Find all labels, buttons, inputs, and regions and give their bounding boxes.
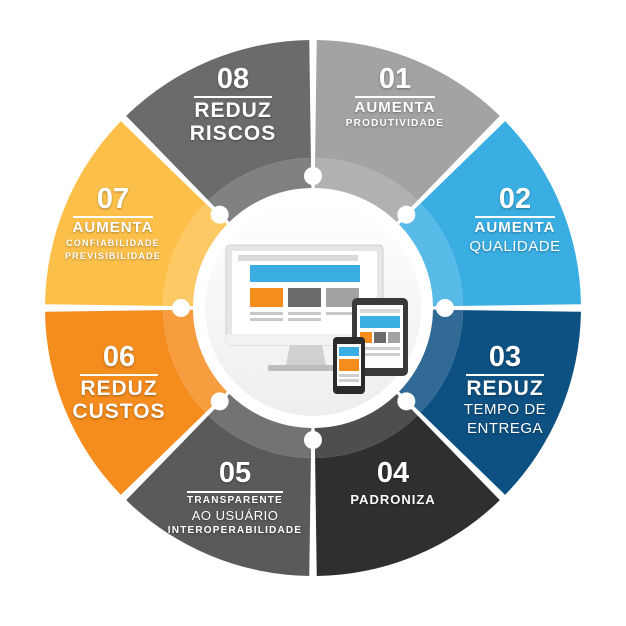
segment-subline: QUALIDADE xyxy=(469,238,561,255)
segment-06 xyxy=(45,310,206,495)
segment-03 xyxy=(420,310,581,495)
segment-headline: AUMENTA xyxy=(72,216,154,237)
segment-headline: AUMENTA xyxy=(474,216,556,237)
segment-headline: REDUZ xyxy=(80,374,158,400)
segment-number: 01 xyxy=(378,63,412,95)
segment-04 xyxy=(315,415,500,576)
segment-number: 06 xyxy=(102,341,136,373)
segment-number: 04 xyxy=(376,457,410,489)
gear-notch xyxy=(304,167,322,185)
gear-notch xyxy=(210,205,229,224)
segment-subline-1: CONFIABILIDADE xyxy=(66,238,160,248)
segment-inner-band xyxy=(208,394,312,458)
segment-number: 08 xyxy=(216,63,250,95)
segment-subline: PRODUTIVIDADE xyxy=(345,118,445,129)
gear-notch xyxy=(172,299,190,317)
segment-number: 07 xyxy=(96,183,130,215)
segment-subline-1: TEMPO DE xyxy=(463,401,547,418)
segment-number: 05 xyxy=(218,457,252,489)
segment-08 xyxy=(126,40,311,201)
segment-02 xyxy=(420,121,581,306)
segment-01-label: 01 AUMENTA PRODUTIVIDADE xyxy=(320,64,470,130)
segment-subline-2: ENTREGA xyxy=(466,420,543,437)
segment-headline: PADRONIZA xyxy=(350,492,436,507)
gear-notch xyxy=(304,431,322,449)
segment-02-label: 02 AUMENTA QUALIDADE xyxy=(440,184,590,256)
segment-05-label: 05 TRANSPARENTE AO USUÁRIO INTEROPERABIL… xyxy=(160,458,310,537)
responsive-devices-icon xyxy=(225,244,408,394)
segment-headline: TRANSPARENTE xyxy=(187,491,283,507)
segment-subline-2: INTEROPERABILIDADE xyxy=(167,525,303,536)
gear-notch xyxy=(397,205,416,224)
segment-headline: REDUZ xyxy=(466,374,544,400)
segment-inner-band xyxy=(163,203,227,307)
segment-subline-1: AO USUÁRIO xyxy=(191,508,279,523)
segments-layer xyxy=(45,40,581,576)
segment-07-label: 07 AUMENTA CONFIABILIDADE PREVISIBILIDAD… xyxy=(38,184,188,263)
segment-inner-band xyxy=(208,158,312,222)
gear-notch xyxy=(397,392,416,411)
gear-notch xyxy=(436,299,454,317)
segment-inner-band xyxy=(399,203,463,307)
segment-subline: CUSTOS xyxy=(72,400,166,423)
segment-05 xyxy=(126,415,311,576)
gear-notch xyxy=(210,392,229,411)
segment-subline-2: PREVISIBILIDADE xyxy=(64,251,161,261)
segment-subline: RISCOS xyxy=(189,122,277,145)
segment-01 xyxy=(315,40,500,201)
segment-06-label: 06 REDUZ CUSTOS xyxy=(44,342,194,424)
segment-08-label: 08 REDUZ RISCOS xyxy=(158,64,308,146)
segment-inner-band xyxy=(314,158,418,222)
segment-inner-band xyxy=(399,309,463,413)
segment-04-label: 04 PADRONIZA xyxy=(318,458,468,509)
segment-number: 03 xyxy=(488,341,522,373)
segment-07 xyxy=(45,121,206,306)
segment-inner-band xyxy=(163,309,227,413)
segment-number: 02 xyxy=(498,183,532,215)
segment-headline: REDUZ xyxy=(194,96,272,122)
segment-inner-band xyxy=(314,394,418,458)
segment-03-label: 03 REDUZ TEMPO DE ENTREGA xyxy=(430,342,580,438)
segment-headline: AUMENTA xyxy=(354,96,436,117)
